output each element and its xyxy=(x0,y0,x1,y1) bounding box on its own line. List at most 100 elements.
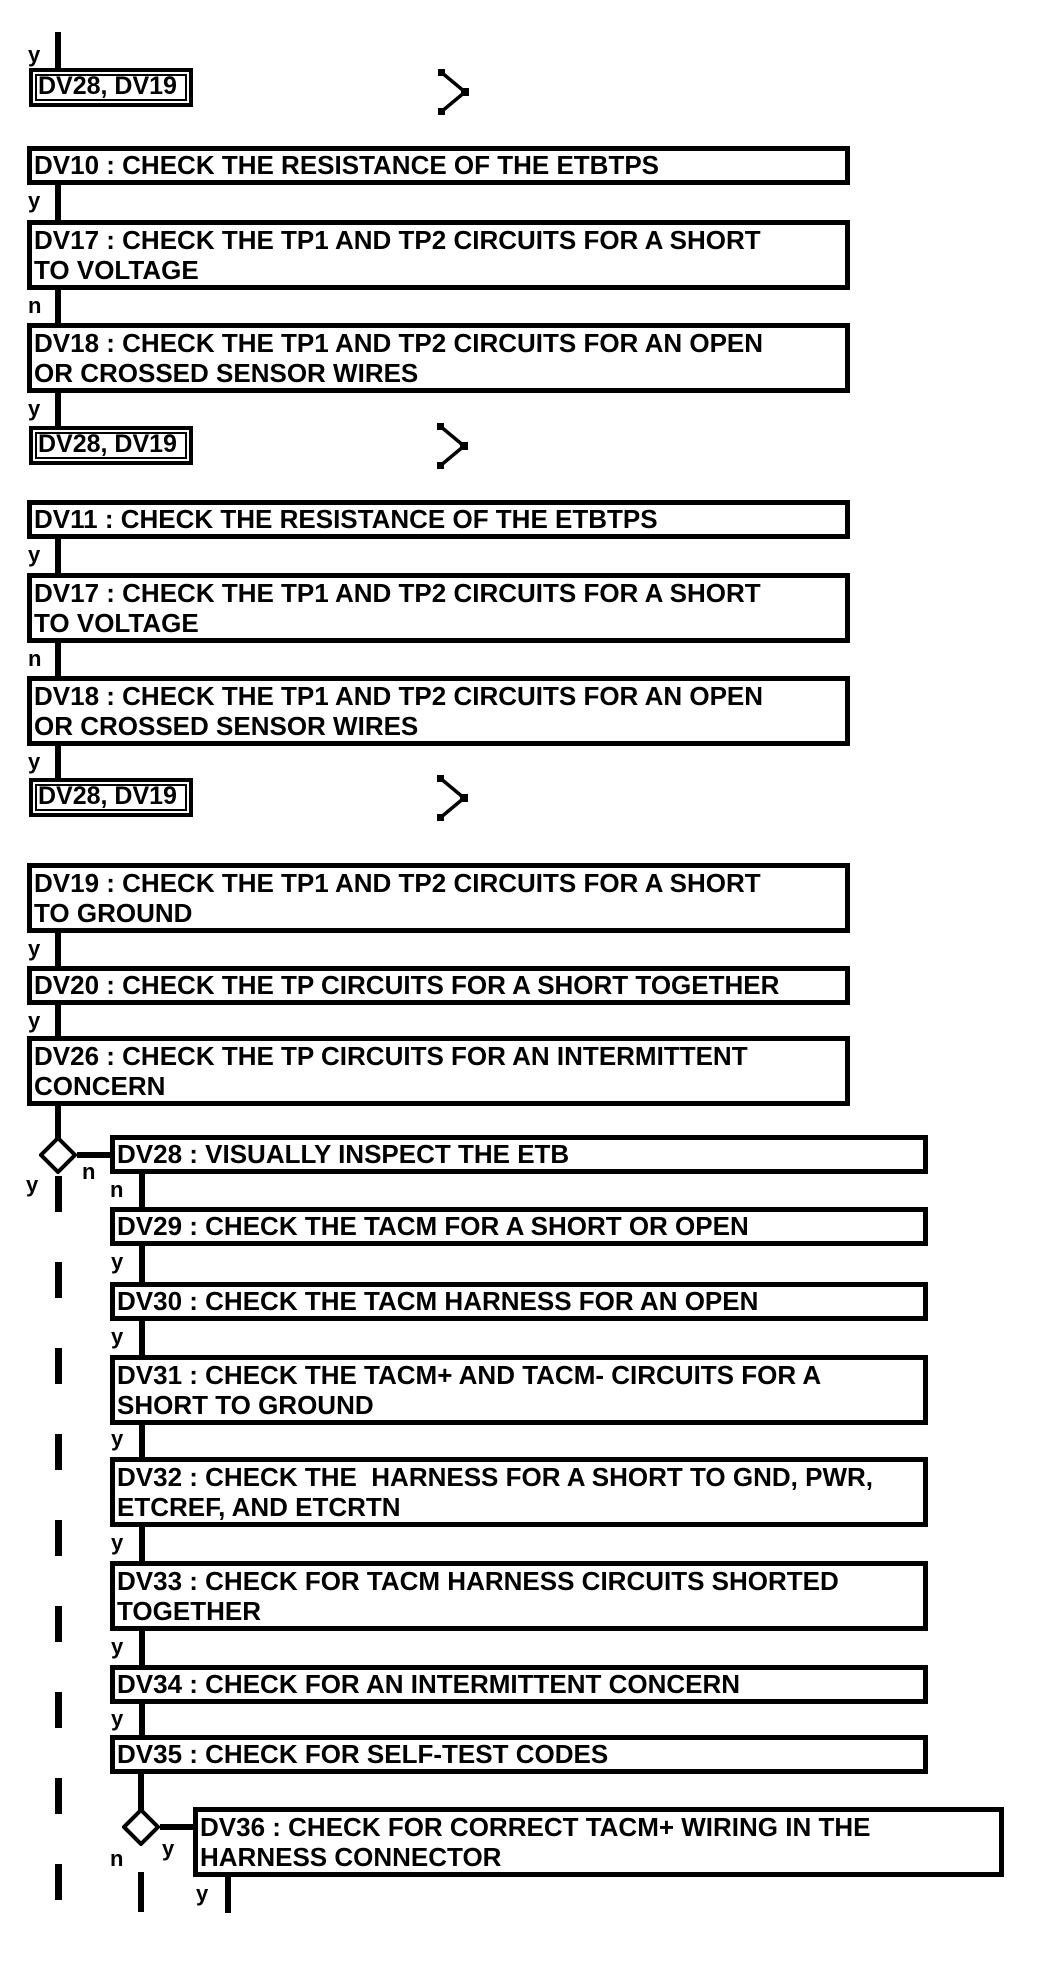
branch-label-y: y xyxy=(28,542,41,567)
step-box-dv18: DV18 : CHECK THE TP1 AND TP2 CIRCUITS FO… xyxy=(27,323,850,393)
branch-label-y: y xyxy=(111,1426,124,1451)
connector-line xyxy=(55,746,61,780)
step-box-dv17: DV17 : CHECK THE TP1 AND TP2 CIRCUITS FO… xyxy=(27,573,850,643)
step-text-line: DV10 : CHECK THE RESISTANCE OF THE ETBTP… xyxy=(34,150,660,180)
branch-label-n: n xyxy=(82,1159,96,1184)
branch-label-y: y xyxy=(111,1706,124,1731)
link-box-dv28-dv19[interactable]: DV28, DV19 xyxy=(29,68,193,107)
step-box-dv17: DV17 : CHECK THE TP1 AND TP2 CIRCUITS FO… xyxy=(27,220,850,290)
step-text-line: TO GROUND xyxy=(34,898,193,928)
connector-line xyxy=(55,1106,61,1138)
step-box-dv10: DV10 : CHECK THE RESISTANCE OF THE ETBTP… xyxy=(27,146,850,185)
decision-diamond-icon xyxy=(122,1808,160,1846)
connector-line xyxy=(55,290,61,325)
connector-line xyxy=(138,1774,144,1810)
step-text-line: DV19 : CHECK THE TP1 AND TP2 CIRCUITS FO… xyxy=(34,868,761,898)
connector-line xyxy=(55,933,61,968)
step-box-dv36: DV36 : CHECK FOR CORRECT TACM+ WIRING IN… xyxy=(193,1807,1004,1877)
link-box-dv28-dv19[interactable]: DV28, DV19 xyxy=(29,426,193,465)
connector-line xyxy=(139,1174,145,1209)
step-box-dv29: DV29 : CHECK THE TACM FOR A SHORT OR OPE… xyxy=(110,1207,928,1246)
branch-label-y: y xyxy=(111,1249,124,1274)
branch-label-y: y xyxy=(28,42,41,67)
step-text-line: DV20 : CHECK THE TP CIRCUITS FOR A SHORT… xyxy=(34,970,780,1000)
step-box-dv35: DV35 : CHECK FOR SELF-TEST CODES xyxy=(110,1735,928,1774)
step-box-dv18: DV18 : CHECK THE TP1 AND TP2 CIRCUITS FO… xyxy=(27,676,850,746)
step-text-line: DV30 : CHECK THE TACM HARNESS FOR AN OPE… xyxy=(117,1286,759,1316)
branch-label-y: y xyxy=(28,749,41,774)
branch-label-y: y xyxy=(28,396,41,421)
step-text-line: DV11 : CHECK THE RESISTANCE OF THE ETBTP… xyxy=(34,504,658,534)
step-box-dv28: DV28 : VISUALLY INSPECT THE ETB xyxy=(110,1135,928,1174)
step-text-line: DV36 : CHECK FOR CORRECT TACM+ WIRING IN… xyxy=(200,1812,871,1842)
connector-line xyxy=(139,1425,145,1459)
step-text-line: SHORT TO GROUND xyxy=(117,1390,374,1420)
connector-line xyxy=(55,393,61,427)
step-text-line: CONCERN xyxy=(34,1071,166,1101)
connector-line xyxy=(55,643,61,678)
branch-label-n: n xyxy=(28,646,42,671)
branch-label-y: y xyxy=(28,1008,41,1033)
step-box-dv32: DV32 : CHECK THE HARNESS FOR A SHORT TO … xyxy=(110,1457,928,1527)
branch-label-y: y xyxy=(111,1324,124,1349)
step-box-dv33: DV33 : CHECK FOR TACM HARNESS CIRCUITS S… xyxy=(110,1561,928,1631)
link-box-inner: DV28, DV19 xyxy=(35,74,187,101)
step-text-line: DV35 : CHECK FOR SELF-TEST CODES xyxy=(117,1739,609,1769)
connector-line xyxy=(139,1246,145,1284)
dashed-connector-line xyxy=(55,1176,62,1914)
step-text-line: DV33 : CHECK FOR TACM HARNESS CIRCUITS S… xyxy=(117,1566,839,1596)
step-text-line: ETCREF, AND ETCRTN xyxy=(117,1492,401,1522)
step-text-line: DV29 : CHECK THE TACM FOR A SHORT OR OPE… xyxy=(117,1211,749,1241)
step-text-line: TO VOLTAGE xyxy=(34,255,199,285)
decision-diamond-icon xyxy=(39,1136,77,1174)
connector-line xyxy=(77,1152,110,1158)
step-text-line: DV26 : CHECK THE TP CIRCUITS FOR AN INTE… xyxy=(34,1041,748,1071)
step-text-line: DV18 : CHECK THE TP1 AND TP2 CIRCUITS FO… xyxy=(34,328,764,358)
step-text-line: OR CROSSED SENSOR WIRES xyxy=(34,711,419,741)
continuation-chevron-icon xyxy=(437,775,468,821)
connector-line xyxy=(139,1631,145,1667)
continuation-chevron-icon xyxy=(438,69,469,115)
link-box-dv28-dv19[interactable]: DV28, DV19 xyxy=(29,778,193,817)
connector-line xyxy=(55,185,61,222)
branch-label-y: y xyxy=(28,936,41,961)
step-box-dv30: DV30 : CHECK THE TACM HARNESS FOR AN OPE… xyxy=(110,1282,928,1321)
step-text-line: DV31 : CHECK THE TACM+ AND TACM- CIRCUIT… xyxy=(117,1360,822,1390)
connector-line xyxy=(55,539,61,575)
branch-label-y: y xyxy=(28,188,41,213)
step-text-line: TO VOLTAGE xyxy=(34,608,199,638)
connector-line xyxy=(139,1527,145,1563)
step-box-dv34: DV34 : CHECK FOR AN INTERMITTENT CONCERN xyxy=(110,1665,928,1704)
branch-label-n: n xyxy=(110,1846,124,1871)
step-box-dv31: DV31 : CHECK THE TACM+ AND TACM- CIRCUIT… xyxy=(110,1355,928,1425)
step-text-line: OR CROSSED SENSOR WIRES xyxy=(34,358,419,388)
step-text-line: DV18 : CHECK THE TP1 AND TP2 CIRCUITS FO… xyxy=(34,681,764,711)
step-text-line: HARNESS CONNECTOR xyxy=(200,1842,502,1872)
branch-label-y: y xyxy=(111,1634,124,1659)
branch-label-n: n xyxy=(110,1177,124,1202)
branch-label-n: n xyxy=(28,293,42,318)
step-box-dv19: DV19 : CHECK THE TP1 AND TP2 CIRCUITS FO… xyxy=(27,863,850,933)
continuation-chevron-icon xyxy=(437,423,468,469)
branch-label-y: y xyxy=(111,1530,124,1555)
step-box-dv11: DV11 : CHECK THE RESISTANCE OF THE ETBTP… xyxy=(27,500,850,539)
step-box-dv20: DV20 : CHECK THE TP CIRCUITS FOR A SHORT… xyxy=(27,966,850,1005)
step-text-line: DV28 : VISUALLY INSPECT THE ETB xyxy=(117,1139,570,1169)
dashed-connector-segment xyxy=(138,1872,144,1912)
connector-line xyxy=(139,1321,145,1357)
link-box-inner: DV28, DV19 xyxy=(35,432,187,459)
step-text-line: DV17 : CHECK THE TP1 AND TP2 CIRCUITS FO… xyxy=(34,225,761,255)
step-box-dv26: DV26 : CHECK THE TP CIRCUITS FOR AN INTE… xyxy=(27,1036,850,1106)
step-text-line: DV32 : CHECK THE HARNESS FOR A SHORT TO … xyxy=(117,1462,873,1492)
step-text-line: TOGETHER xyxy=(117,1596,261,1626)
link-box-inner: DV28, DV19 xyxy=(35,784,187,811)
step-text-line: DV17 : CHECK THE TP1 AND TP2 CIRCUITS FO… xyxy=(34,578,761,608)
branch-label-y: y xyxy=(196,1881,209,1906)
connector-line xyxy=(225,1877,231,1913)
connector-line xyxy=(55,1005,61,1038)
connector-line xyxy=(139,1704,145,1737)
connector-line xyxy=(55,32,61,70)
connector-line xyxy=(160,1824,193,1830)
step-text-line: DV34 : CHECK FOR AN INTERMITTENT CONCERN xyxy=(117,1669,741,1699)
branch-label-y: y xyxy=(162,1836,175,1861)
